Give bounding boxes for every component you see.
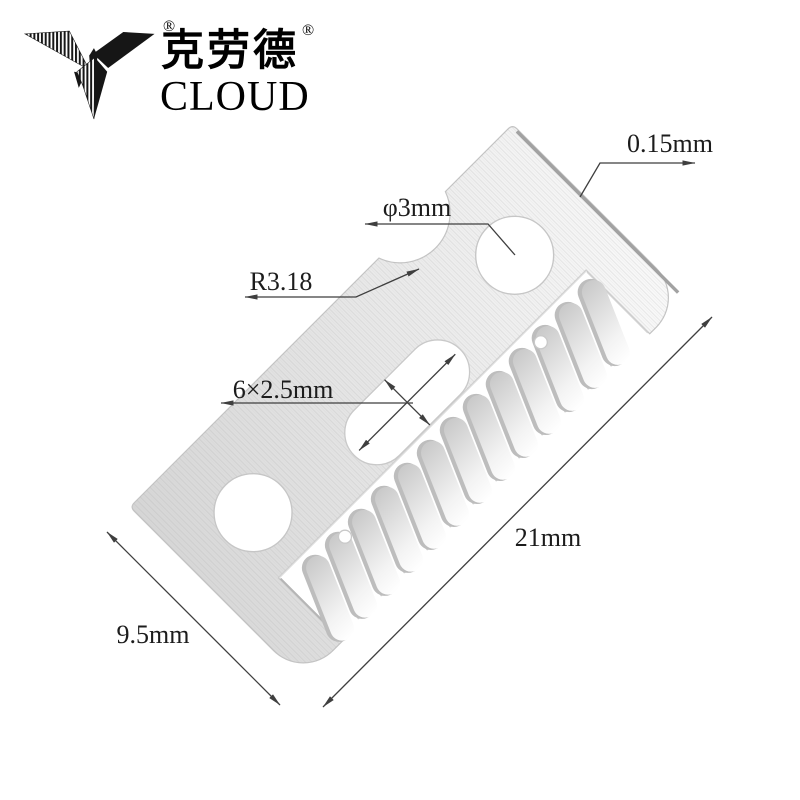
notch-radius-label: R3.18 (250, 267, 313, 296)
width-label: 9.5mm (117, 620, 190, 649)
length-label: 21mm (515, 523, 581, 552)
registered-mark: ® (302, 22, 315, 39)
brand-name-english: CLOUD (160, 74, 310, 120)
dimension-annotations: 0.15mm φ3mm R3.18 6×2.5mm 21mm 9.5mm (106, 129, 713, 708)
brand-name-chinese: 克劳德 (161, 28, 299, 75)
hole-diameter-label: φ3mm (383, 193, 451, 222)
thickness-leader (579, 160, 696, 198)
slot-size-label: 6×2.5mm (233, 375, 334, 404)
thickness-label: 0.15mm (627, 129, 713, 158)
notch-radius-leader (244, 268, 420, 300)
width-dimension-line (106, 531, 281, 706)
blade-end-edge (515, 130, 680, 294)
length-dimension-line (322, 316, 713, 708)
brand-logo: ® 克劳德 ® CLOUD (0, 0, 340, 140)
bird-logo-icon (23, 30, 155, 120)
hole-diameter-leader (364, 221, 516, 256)
registered-mark: ® (163, 18, 176, 35)
